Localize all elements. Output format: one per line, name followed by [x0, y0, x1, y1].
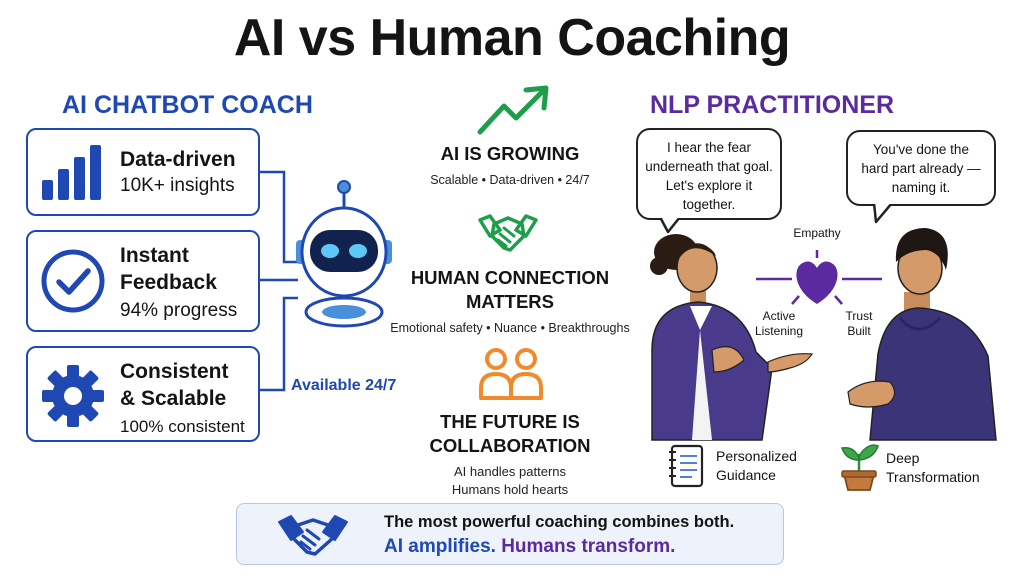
middle-sub: Scalable • Data-driven • 24/7	[430, 173, 590, 187]
bubble-tail-right	[872, 202, 893, 224]
connector-top	[260, 170, 298, 264]
banner-humans-transform: Humans transform.	[501, 536, 676, 557]
feature-line: Guidance	[716, 467, 776, 483]
heart-label-line: Trust	[845, 309, 873, 323]
middle-sub-line1: AI handles patterns	[453, 464, 567, 479]
middle-ai-growing: AI IS GROWING Scalable • Data-driven • 2…	[400, 142, 620, 189]
speech-bubble-right: You've done the hard part already — nami…	[846, 130, 996, 206]
card-instant-feedback: Instant Feedback 94% progress	[26, 230, 260, 332]
middle-heading: AI IS GROWING	[440, 143, 580, 164]
feature-personalized-guidance: Personalized Guidance	[716, 447, 797, 485]
handshake-icon	[478, 214, 538, 252]
woman-practitioner	[650, 234, 814, 441]
bubble-line: underneath that goal.	[645, 159, 773, 174]
heart-label-trust-built: Trust Built	[834, 309, 884, 339]
heart-label-line: Listening	[754, 324, 804, 338]
banner-line2: AI amplifies. Humans transform.	[384, 536, 675, 558]
ai-section-heading: AI CHATBOT COACH	[62, 91, 313, 119]
bar-chart-icon	[42, 145, 101, 200]
middle-sub-line2: Humans hold hearts	[451, 482, 569, 497]
empathy-heart-diagram	[756, 250, 882, 305]
card-detail: 10K+ insights	[120, 175, 235, 196]
banner-ai-amplifies: AI amplifies.	[384, 536, 496, 557]
card-consistent-scalable: Consistent & Scalable 100% consistent	[26, 346, 260, 442]
feature-line: Deep	[886, 450, 920, 466]
feature-line: Personalized	[716, 448, 797, 464]
heart-label-line: Built	[847, 324, 871, 338]
middle-heading-line2: MATTERS	[465, 291, 555, 312]
bubble-line: hard part already —	[861, 161, 981, 176]
summary-banner: The most powerful coaching combines both…	[236, 503, 784, 565]
card-title-line2: Feedback	[120, 271, 217, 294]
middle-heading-line1: HUMAN CONNECTION	[410, 267, 610, 288]
bubble-line: together.	[682, 197, 736, 212]
connector-bottom	[260, 296, 298, 392]
heart-label-line: Active	[762, 309, 796, 323]
middle-heading-line1: THE FUTURE IS	[440, 411, 580, 432]
card-title-line1: Instant	[120, 244, 189, 267]
nlp-section-heading: NLP PRACTITIONER	[650, 91, 894, 119]
card-title-line2: & Scalable	[120, 387, 227, 410]
man-client	[847, 228, 997, 441]
middle-human-connection: HUMAN CONNECTION MATTERS Emotional safet…	[388, 266, 632, 337]
bubble-line: naming it.	[891, 180, 951, 195]
robot-icon	[296, 180, 392, 328]
banner-line1: The most powerful coaching combines both…	[384, 513, 735, 531]
notebook-icon	[669, 444, 704, 488]
card-title: Data-driven	[120, 148, 236, 171]
card-data-driven: Data-driven 10K+ insights	[26, 128, 260, 216]
plant-icon	[841, 444, 879, 491]
handshake-icon	[278, 515, 348, 556]
feature-deep-transformation: Deep Transformation	[886, 449, 980, 487]
check-circle-icon	[41, 249, 105, 313]
trend-up-icon	[477, 85, 549, 135]
page-title: AI vs Human Coaching	[233, 9, 791, 67]
feature-line: Transformation	[886, 469, 980, 485]
heart-label-empathy: Empathy	[793, 226, 841, 240]
people-icon	[479, 348, 543, 400]
speech-bubble-left: I hear the fear underneath that goal. Le…	[636, 128, 782, 220]
middle-sub: Emotional safety • Nuance • Breakthrough…	[390, 321, 630, 335]
heart-icon	[796, 261, 838, 304]
bubble-line: I hear the fear	[666, 140, 752, 155]
card-detail: 100% consistent	[120, 417, 245, 436]
robot-caption: Available 24/7	[291, 377, 397, 394]
heart-label-active-listening: Active Listening	[746, 309, 812, 339]
card-title-line1: Consistent	[120, 360, 229, 383]
bubble-line: You've done the	[873, 142, 969, 157]
bubble-line: Let's explore it	[665, 178, 753, 193]
middle-collaboration: THE FUTURE IS COLLABORATION AI handles p…	[404, 410, 616, 499]
bubble-tail-left	[658, 216, 681, 234]
gear-icon	[42, 365, 104, 427]
middle-heading-line2: COLLABORATION	[429, 435, 591, 456]
card-detail: 94% progress	[120, 300, 238, 321]
